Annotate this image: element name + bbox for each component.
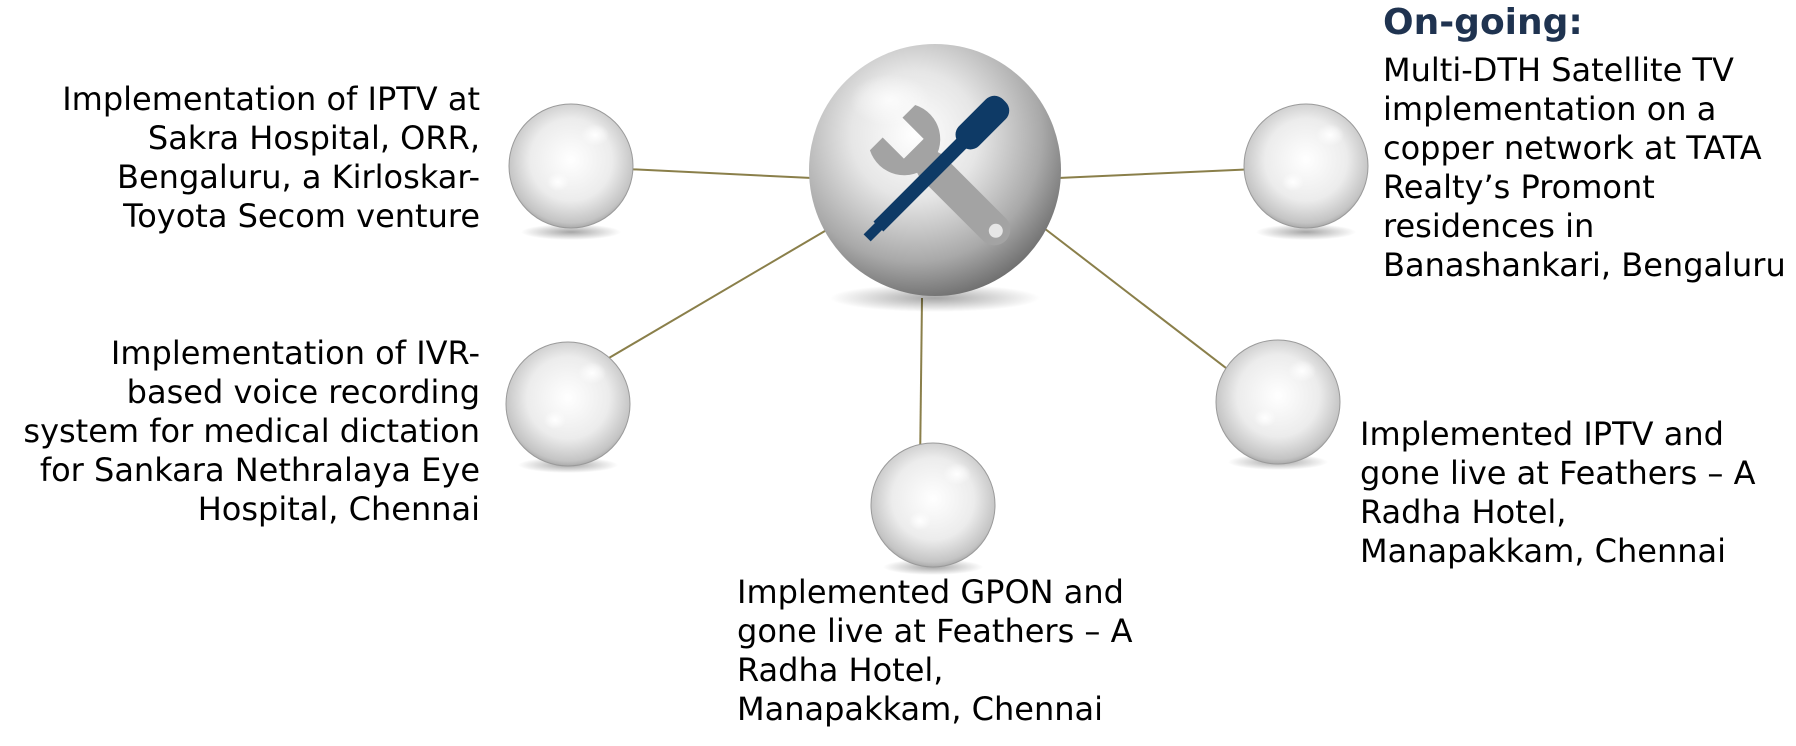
label-top-left: Implementation of IPTV at Sakra Hospital… [20, 80, 480, 236]
label-line: Bengaluru, a Kirloskar- [117, 158, 480, 196]
label-line: Sakra Hospital, ORR, [147, 119, 480, 157]
label-mid-left: Implementation of IVR- based voice recor… [10, 334, 480, 529]
label-line: Implementation of IPTV at [62, 80, 480, 118]
node-top-right [1243, 103, 1369, 240]
tools-icon [863, 95, 1011, 246]
label-line: Radha Hotel, [737, 651, 944, 689]
label-line: based voice recording [126, 373, 480, 411]
node-bottom-center [870, 442, 996, 575]
connector-bottom-center [919, 297, 923, 469]
label-line: Implementation of IVR- [110, 334, 480, 372]
label-line: Manapakkam, Chennai [1360, 532, 1727, 570]
label-line: Banashankari, Bengaluru [1383, 246, 1786, 284]
label-line: copper network at TATA [1383, 129, 1762, 167]
label-line: gone live at Feathers – A [1360, 454, 1756, 492]
label-line: Hospital, Chennai [197, 490, 480, 528]
connector-mid-left [579, 227, 831, 376]
label-top-right: Multi-DTH Satellite TV implementation on… [1383, 51, 1793, 285]
label-line: Implemented GPON and [737, 573, 1124, 611]
label-line: gone live at Feathers – A [737, 612, 1133, 650]
label-line: Implemented IPTV and [1360, 415, 1724, 453]
node-mid-left [505, 341, 631, 473]
label-line: residences in [1383, 207, 1595, 245]
label-line: Radha Hotel, [1360, 493, 1567, 531]
label-bottom-right: Implemented IPTV and gone live at Feathe… [1360, 415, 1790, 571]
label-line: implementation on a [1383, 90, 1717, 128]
label-bottom-center: Implemented GPON and gone live at Feathe… [737, 573, 1177, 729]
label-line: Manapakkam, Chennai [737, 690, 1104, 728]
label-line: Multi-DTH Satellite TV [1383, 51, 1734, 89]
label-line: Toyota Secom venture [123, 197, 480, 235]
node-bottom-right [1215, 339, 1341, 470]
label-line: system for medical dictation [23, 412, 480, 450]
label-line: Realty’s Promont [1383, 168, 1655, 206]
label-line: for Sankara Nethralaya Eye [39, 451, 480, 489]
node-top-left [508, 103, 634, 240]
ongoing-heading: On-going: [1383, 2, 1583, 43]
